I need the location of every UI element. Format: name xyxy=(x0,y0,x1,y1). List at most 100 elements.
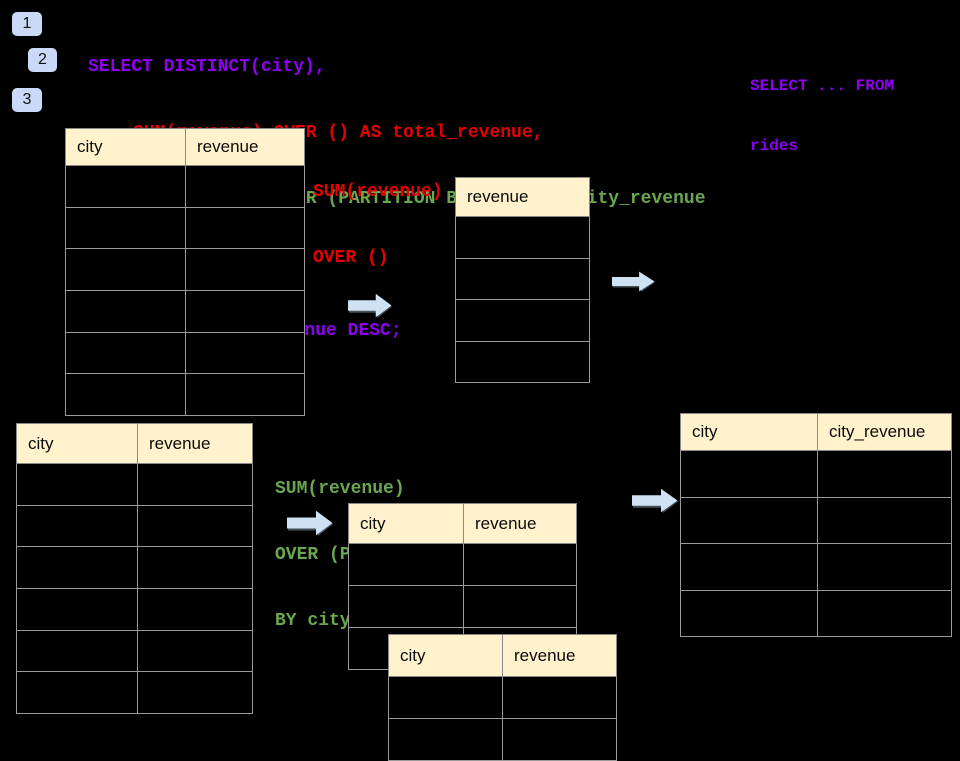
table-row xyxy=(455,216,590,259)
table-row xyxy=(455,340,590,384)
empty-cell xyxy=(185,206,305,250)
source-table-bottom: city revenue xyxy=(16,423,253,715)
table-row xyxy=(65,248,305,292)
empty-cell xyxy=(463,585,577,628)
arrow-right-icon xyxy=(287,510,333,536)
table-row xyxy=(16,629,253,673)
column-header-city-revenue: city_revenue xyxy=(817,413,952,451)
column-header-city: city xyxy=(16,423,138,464)
table-row xyxy=(65,373,305,417)
empty-cell xyxy=(455,299,590,342)
empty-cell xyxy=(185,331,305,375)
column-header-revenue: revenue xyxy=(463,503,577,544)
empty-cell xyxy=(16,463,138,506)
empty-cell xyxy=(680,589,818,637)
empty-cell xyxy=(137,463,253,506)
empty-cell xyxy=(817,450,952,498)
empty-cell xyxy=(817,543,952,591)
empty-cell xyxy=(463,543,577,586)
table-row xyxy=(680,589,952,637)
partition-overlay-table: city revenue xyxy=(388,634,617,761)
table-row xyxy=(16,504,253,548)
empty-cell xyxy=(137,588,253,631)
column-header-city: city xyxy=(388,634,503,677)
empty-cell xyxy=(455,340,590,384)
empty-cell xyxy=(16,504,138,548)
column-header-city: city xyxy=(680,413,818,451)
step-badge-3: 3 xyxy=(12,88,42,112)
table-row xyxy=(388,718,617,761)
table-row xyxy=(348,585,577,628)
empty-cell xyxy=(817,496,952,544)
empty-cell xyxy=(65,248,186,292)
sql-line-select: SELECT DISTINCT(city), xyxy=(88,57,326,77)
annotation-line: SUM(revenue) xyxy=(313,182,443,202)
side-note-line: rides xyxy=(750,137,799,155)
table-row xyxy=(455,299,590,342)
empty-cell xyxy=(137,629,253,673)
empty-cell xyxy=(348,585,464,628)
empty-cell xyxy=(680,450,818,498)
empty-cell xyxy=(16,629,138,673)
source-table-top: city revenue xyxy=(65,128,305,417)
table-row xyxy=(348,543,577,586)
empty-cell xyxy=(65,165,186,208)
empty-cell xyxy=(65,331,186,375)
column-header-city: city xyxy=(348,503,464,544)
side-note-select-from-rides: SELECT ... FROM rides xyxy=(750,36,894,176)
empty-cell xyxy=(137,504,253,548)
step-badge-1: 1 xyxy=(12,12,42,36)
column-header-revenue: revenue xyxy=(502,634,617,677)
annotation-line: OVER () xyxy=(313,248,389,268)
arrow-right-icon xyxy=(348,293,392,318)
empty-cell xyxy=(65,373,186,417)
empty-cell xyxy=(502,676,617,719)
sql-window-function-slide: { "colors": { "background": "#000000", "… xyxy=(12,12,952,761)
empty-cell xyxy=(680,496,818,544)
empty-cell xyxy=(455,257,590,301)
table-row xyxy=(65,206,305,250)
table-row xyxy=(16,463,253,506)
table-row xyxy=(388,676,617,719)
arrow-right-icon xyxy=(612,271,655,292)
table-row xyxy=(455,257,590,301)
annotation-line: BY city) xyxy=(275,611,362,631)
empty-cell xyxy=(16,671,138,715)
empty-cell xyxy=(388,676,503,719)
empty-cell xyxy=(185,373,305,417)
column-header-revenue: revenue xyxy=(455,177,590,217)
empty-cell xyxy=(502,718,617,761)
final-result-table: city city_revenue xyxy=(680,413,952,637)
table-row xyxy=(65,331,305,375)
empty-cell xyxy=(137,546,253,590)
empty-cell xyxy=(455,216,590,259)
empty-cell xyxy=(817,589,952,637)
empty-cell xyxy=(65,290,186,333)
column-header-revenue: revenue xyxy=(185,128,305,166)
table-row xyxy=(16,546,253,590)
step-badge-2: 2 xyxy=(28,48,57,72)
empty-cell xyxy=(185,165,305,208)
empty-cell xyxy=(16,588,138,631)
table-row xyxy=(16,588,253,631)
annotation-line: SUM(revenue) xyxy=(275,479,405,499)
arrow-right-icon xyxy=(632,488,678,513)
table-row xyxy=(680,543,952,591)
column-header-city: city xyxy=(65,128,186,166)
empty-cell xyxy=(388,718,503,761)
side-note-line: SELECT ... FROM xyxy=(750,77,895,95)
empty-cell xyxy=(185,290,305,333)
empty-cell xyxy=(680,543,818,591)
table-row xyxy=(680,496,952,544)
empty-cell xyxy=(137,671,253,715)
empty-cell xyxy=(65,206,186,250)
empty-cell xyxy=(16,546,138,590)
empty-cell xyxy=(348,543,464,586)
table-row xyxy=(680,450,952,498)
total-revenue-result-table: revenue xyxy=(455,177,590,384)
total-revenue-annotation: SUM(revenue) OVER () xyxy=(313,137,443,291)
empty-cell xyxy=(185,248,305,292)
column-header-revenue: revenue xyxy=(137,423,253,464)
table-row xyxy=(16,671,253,715)
table-row xyxy=(65,165,305,208)
